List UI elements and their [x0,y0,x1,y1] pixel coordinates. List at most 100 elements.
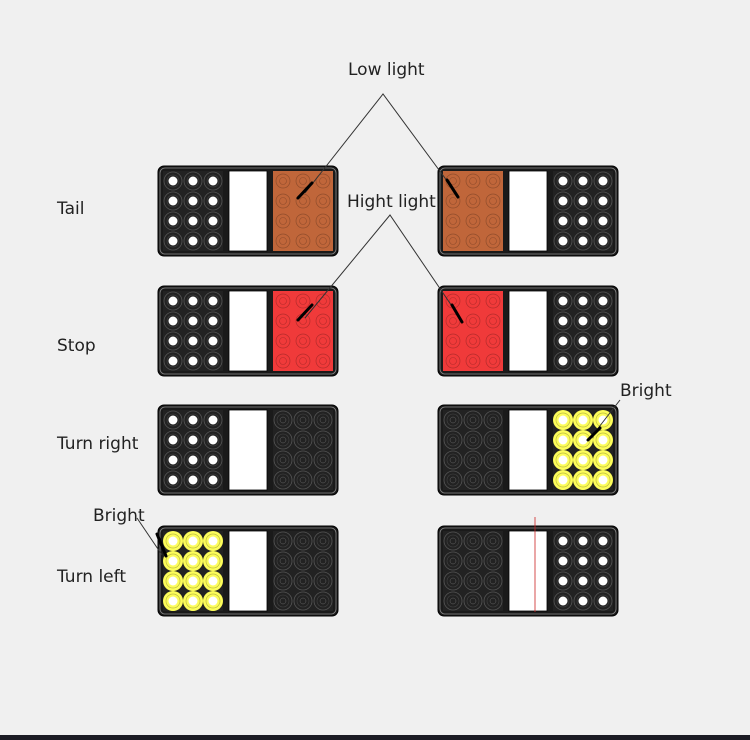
lamp-bezel [159,287,337,375]
led-dot [558,435,568,445]
led-ring [186,294,200,308]
led-ring [296,473,310,487]
led-ring [166,354,180,368]
led-ring [446,413,460,427]
led-ring [553,571,573,591]
led-ring [489,537,497,545]
led-ring [315,193,331,209]
led-ring [573,331,593,351]
led-ring [313,470,333,490]
led-ring [445,353,461,369]
led-dot [578,435,588,445]
led-ring [446,594,460,608]
led-ring [556,294,570,308]
led-ring [316,473,330,487]
lamp-window [228,290,268,372]
led-ring [293,531,313,551]
led-dot [208,196,218,206]
led-lit [443,171,463,191]
led-lit [483,231,503,251]
led-ring [555,472,571,488]
led-ring [469,456,477,464]
led-ring [593,331,613,351]
led-lit [313,351,333,371]
lamp-window [508,290,548,372]
led-dot [558,296,568,306]
led-dot [188,475,198,485]
callout-low-light: Low light [348,60,425,80]
led-ring [165,593,181,609]
led-ring [449,597,457,605]
low-light-leader [304,93,457,194]
led-ring [293,410,313,430]
led-ring [483,410,503,430]
led-ring [449,436,457,444]
led-ring [299,297,307,305]
led-dot [168,236,178,246]
led-ring [279,436,287,444]
led-ring [576,354,590,368]
led-lit [293,311,313,331]
led-ring [185,533,201,549]
led-ring [203,331,223,351]
led-ring [183,450,203,470]
led-ring [489,436,497,444]
led-dot [208,556,218,566]
led-ring [315,213,331,229]
lamp-3-1 [437,525,619,617]
led-dot [578,556,588,566]
led-block-off [273,410,333,490]
led-ring [445,193,461,209]
led-ring [555,452,571,468]
led-ring [206,174,220,188]
led-ring [469,297,477,305]
led-ring [485,353,501,369]
led-dot [188,536,198,546]
led-ring [575,452,591,468]
led-ring [463,450,483,470]
led-lit [463,171,483,191]
led-ring [486,473,500,487]
led-ring [276,433,290,447]
led-dot [578,415,588,425]
led-ring [465,213,481,229]
led-ring [593,291,613,311]
led-ring [465,353,481,369]
led-ring [449,557,457,565]
low-left-pointer [296,181,314,200]
led-dot [578,296,588,306]
led-dot [168,576,178,586]
led-ring [573,291,593,311]
led-ring [576,214,590,228]
led-ring [469,217,477,225]
led-dot [598,296,608,306]
led-ring [163,351,183,371]
led-ring [449,357,457,365]
led-ring [449,456,457,464]
led-ring [596,574,610,588]
led-ring [273,531,293,551]
led-ring [446,473,460,487]
led-ring [443,470,463,490]
led-ring [319,217,327,225]
led-dot [188,316,198,326]
led-ring [273,410,293,430]
led-lit [483,311,503,331]
lamp-1-1 [437,285,619,377]
led-ring [313,551,333,571]
led-ring [319,237,327,245]
led-ring [275,233,291,249]
led-ring [466,594,480,608]
callout-bright-left: Bright [93,506,145,526]
led-ring [296,594,310,608]
led-dot [188,435,198,445]
led-ring [489,597,497,605]
led-ring [596,534,610,548]
led-ring [553,531,573,551]
led-ring [573,551,593,571]
led-ring [165,533,181,549]
lamp-window [228,530,268,612]
led-ring [313,430,333,450]
